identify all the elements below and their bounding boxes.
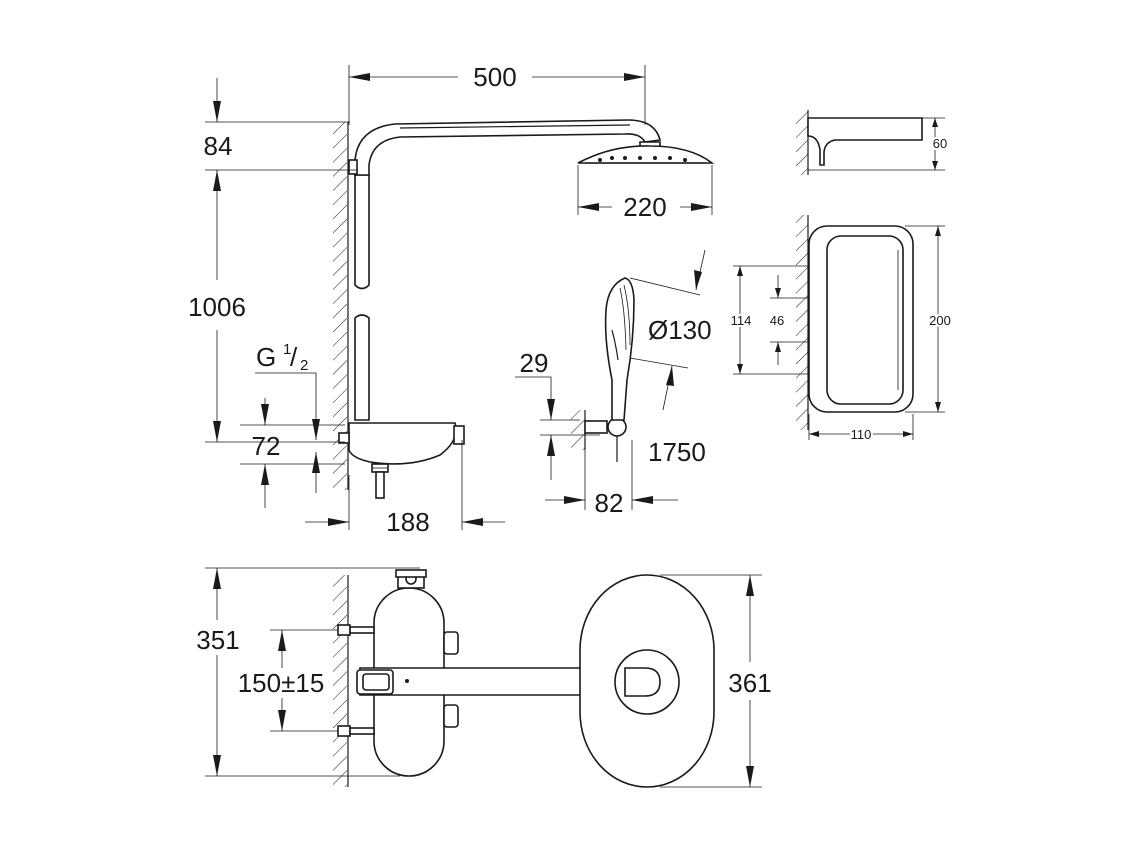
head-shower-side [577,141,715,164]
hand-shower-view: Ø130 29 1750 82 [515,249,712,518]
dim-label-72: 72 [252,431,281,461]
side-view: 500 84 1006 G 1 / 2 [188,62,715,537]
front-view: 351 150±15 361 [196,567,772,788]
thread-fraction-slash: / [290,342,298,372]
thread-fraction-num: 1 [283,341,291,358]
dim-label-1750: 1750 [648,437,706,467]
dim-label-1006: 1006 [188,292,246,322]
dim-label-110: 110 [851,427,872,442]
dim-thermostat-depth: 188 [305,440,505,537]
dim-total-height: 1006 [188,170,345,443]
dim-arm-length: 500 [348,62,646,125]
dim-label-220: 220 [623,192,666,222]
dim-hand-shower-diameter: Ø130 [629,249,712,411]
dim-label-150: 150±15 [238,668,325,698]
shower-arm [354,119,661,176]
dim-label-351: 351 [196,625,239,655]
shelf-side-view: 60 [796,110,949,175]
dim-head-offset: 84 [204,78,358,171]
hand-shower-body [604,277,635,421]
dim-outlet-spacing: 72 [240,398,345,508]
wall-bracket [348,159,358,175]
dim-label-84: 84 [204,131,233,161]
dim-label-200: 200 [929,313,951,328]
dim-label-130: Ø130 [648,315,712,345]
riser-pipe-upper [354,174,370,290]
riser-pipe-lower [354,314,370,421]
wall-hatch-side [333,122,349,490]
dim-label-500: 500 [473,62,516,92]
thermostat-side [338,422,465,499]
dim-label-82: 82 [595,488,624,518]
thread-label: G 1 / 2 [255,341,320,440]
shelf-front-view: 200 110 114 46 [729,215,953,444]
thread-main-label: G [256,342,276,372]
dim-label-361: 361 [728,668,771,698]
dim-holder-offset: 29 [515,348,600,480]
wall-hatch-holder [571,410,586,450]
dim-label-46: 46 [770,313,784,328]
dim-label-29: 29 [520,348,549,378]
dim-label-60: 60 [933,136,947,151]
dim-label-188: 188 [386,507,429,537]
dim-holder-depth: 82 [545,440,678,518]
dim-head-diameter: 220 [577,165,713,222]
dim-label-114: 114 [731,313,752,328]
thread-fraction-den: 2 [300,357,308,374]
holder-bracket [584,420,608,434]
